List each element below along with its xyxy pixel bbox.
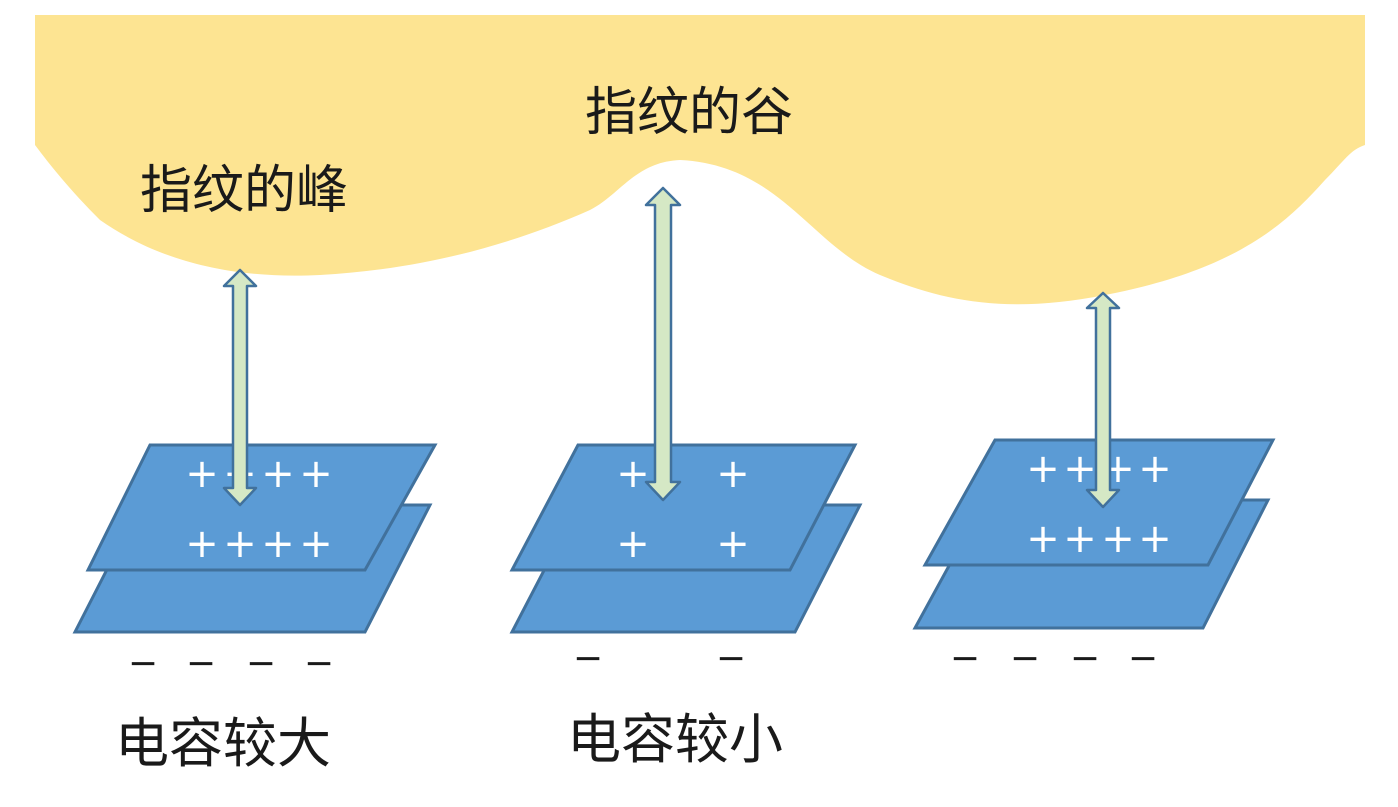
sensor-2-caption: 电容较小	[567, 708, 783, 771]
sensor-3-negative-1: −	[950, 638, 980, 679]
sensor-1: + + + + + + + + − − − − 电容较大	[72, 443, 438, 775]
sensor-3-negative-4: −	[1128, 638, 1158, 679]
valley-label: 指纹的谷	[585, 83, 793, 143]
sensor-1-negative-2: −	[186, 643, 216, 684]
sensor-3-top-charge-1: +	[1026, 446, 1060, 492]
sensor-2-top-charge-2: +	[716, 451, 750, 497]
sensor-3-negative-2: −	[1010, 638, 1040, 679]
sensor-3-top-charge-4: +	[1138, 446, 1172, 492]
sensor-3: + + + + + + + + − − − −	[912, 438, 1276, 679]
sensor-2-negative-1: −	[573, 638, 603, 679]
sensor-1-caption: 电容较大	[115, 712, 331, 775]
sensor-1-bottom-charge-4: +	[299, 521, 333, 567]
ridge-distance-arrow	[222, 268, 258, 507]
sensor-1-top-charge-4: +	[299, 451, 333, 497]
finger-surface	[35, 15, 1365, 305]
sensor-3-negative-3: −	[1070, 638, 1100, 679]
sensor-3-top-charge-2: +	[1063, 446, 1097, 492]
sensor-1-top-charge-1: +	[185, 451, 219, 497]
sensor-2-top-charge-1: +	[616, 451, 650, 497]
sensor-2-bottom-charge-1: +	[616, 521, 650, 567]
valley-distance-arrow	[644, 186, 682, 502]
ridge-distance-arrow-right	[1085, 291, 1121, 509]
sensor-3-bottom-charge-1: +	[1026, 516, 1060, 562]
sensor-1-top-charge-3: +	[261, 451, 295, 497]
sensor-1-negative-3: −	[246, 643, 276, 684]
sensor-2-top-plate	[509, 443, 858, 572]
sensor-1-bottom-charge-3: +	[261, 521, 295, 567]
sensor-1-top-plate	[85, 443, 438, 572]
sensor-3-bottom-charge-2: +	[1063, 516, 1097, 562]
sensor-3-bottom-charge-3: +	[1101, 516, 1135, 562]
sensor-2-negative-2: −	[716, 638, 746, 679]
sensor-1-negative-1: −	[128, 643, 158, 684]
sensor-2-bottom-charge-2: +	[716, 521, 750, 567]
sensor-2: + + + + − − 电容较小	[509, 443, 863, 771]
sensor-1-negative-4: −	[304, 643, 334, 684]
sensor-3-bottom-charge-4: +	[1138, 516, 1172, 562]
sensor-1-bottom-charge-1: +	[185, 521, 219, 567]
sensor-1-bottom-charge-2: +	[223, 521, 257, 567]
ridge-label: 指纹的峰	[140, 161, 348, 221]
